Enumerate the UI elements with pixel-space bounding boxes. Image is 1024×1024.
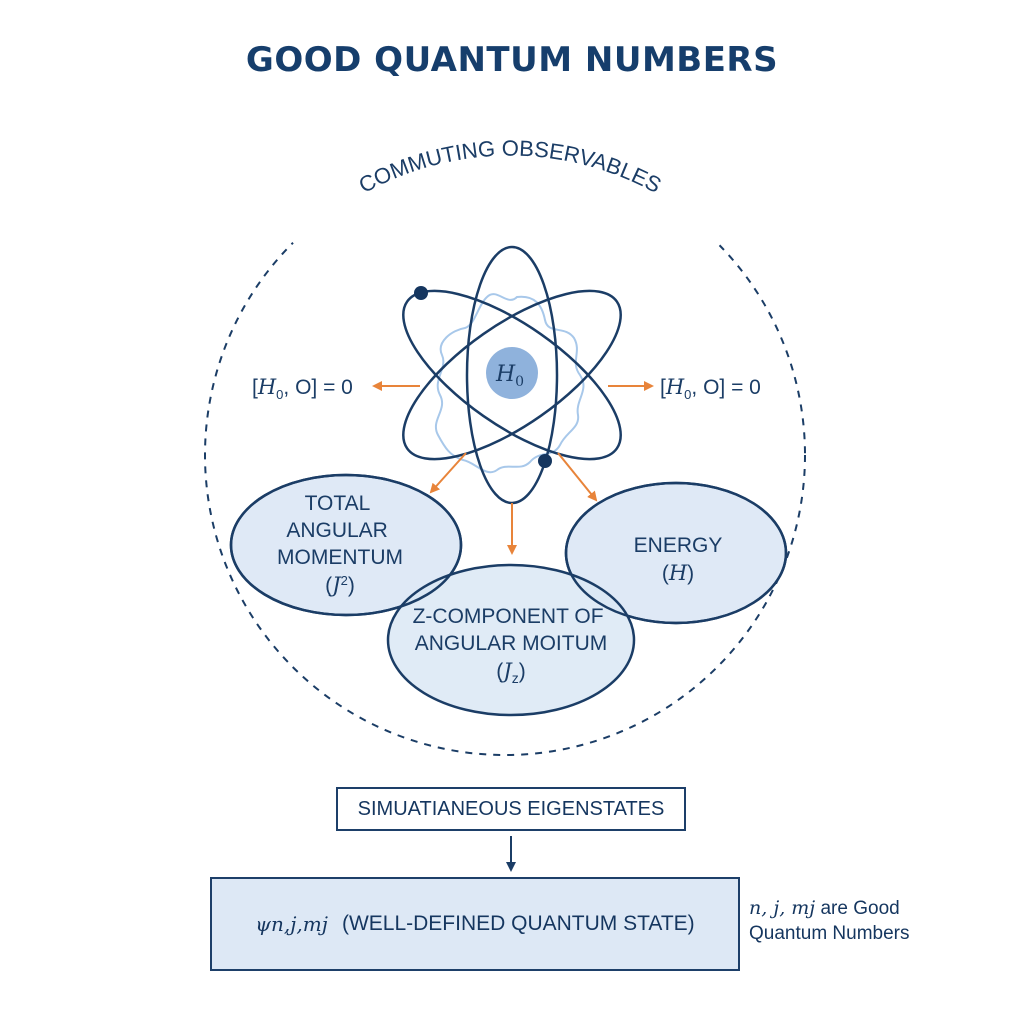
quantum-state-box: ψn,j,mj (WELL-DEFINED QUANTUM STATE) — [210, 877, 740, 971]
good-quantum-numbers-note: n, j, mj are Good Quantum Numbers — [749, 896, 979, 946]
label-line: ANGULAR — [286, 519, 388, 542]
bracket: [ — [660, 376, 666, 399]
note-vars: n, j, mj — [749, 897, 816, 919]
arrow-to-energy — [557, 452, 598, 502]
subscript: 0 — [684, 387, 691, 402]
ellipse-z-component — [386, 563, 636, 717]
label-line: MOMENTUM — [277, 546, 403, 569]
symbol-z-component: (Jz) — [496, 659, 525, 686]
symbol: J — [328, 573, 342, 597]
commutator-right: [H0, O] = 0 — [660, 375, 761, 402]
label-total-angular-momentum: TOTAL ANGULAR MOMENTUM — [277, 492, 403, 569]
commutator-rest: , O] = 0 — [691, 376, 760, 399]
bracket: [ — [252, 376, 258, 399]
electron — [414, 286, 428, 300]
note-line-1: n, j, mj are Good — [749, 896, 979, 921]
label-line: Z-COMPONENT OF — [413, 605, 604, 628]
symbol-total-angular-momentum: (J2) — [325, 573, 355, 597]
subscript: z — [512, 670, 519, 686]
simultaneous-eigenstates-box: SIMUATIANEOUS EIGENSTATES — [336, 787, 686, 831]
state-label: (WELL-DEFINED QUANTUM STATE) — [341, 912, 695, 935]
ellipse-outline — [564, 481, 788, 625]
arrow-to-total-angular-momentum — [429, 452, 467, 494]
ellipse-outline — [229, 473, 463, 617]
nucleus — [486, 347, 538, 399]
orbit-tilted-right — [402, 289, 622, 461]
label-line: TOTAL — [305, 492, 370, 515]
commuting-observables-boundary — [204, 154, 806, 756]
commutator-rest: , O] = 0 — [283, 376, 352, 399]
orbit-tilted-left — [402, 289, 622, 461]
note-text: are Good — [815, 898, 900, 919]
subscript: 0 — [276, 387, 283, 402]
nucleus-subscript: 0 — [515, 374, 524, 390]
nucleus-label: H0 — [495, 362, 524, 390]
label-line: ENERGY — [634, 534, 723, 557]
electron — [538, 454, 552, 468]
label-z-component: Z-COMPONENT OF ANGULAR MOITUM — [413, 605, 610, 655]
commutator-left: [H0, O] = 0 — [252, 375, 353, 402]
symbol: H — [668, 561, 688, 585]
operator: H — [257, 375, 277, 399]
psi-symbol: ψn,j,mj — [255, 912, 328, 936]
label-energy: ENERGY — [634, 534, 723, 557]
page-title: GOOD QUANTUM NUMBERS — [245, 40, 779, 80]
symbol-energy: (H) — [662, 561, 694, 585]
superscript: 2 — [341, 573, 348, 588]
nucleus-symbol: H — [495, 362, 516, 387]
label-line: ANGULAR MOITUM — [415, 632, 608, 655]
symbol: J — [499, 659, 513, 683]
note-line-2: Quantum Numbers — [749, 923, 910, 944]
eigenstates-label: SIMUATIANEOUS EIGENSTATES — [357, 797, 665, 820]
operator: H — [665, 375, 685, 399]
